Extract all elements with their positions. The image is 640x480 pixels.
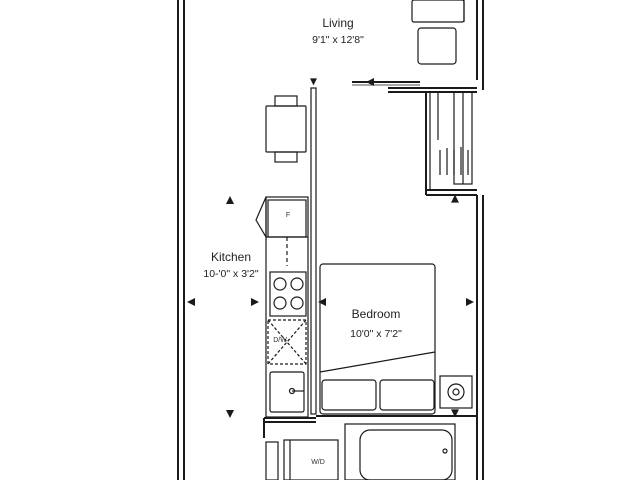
bathroom	[265, 423, 456, 480]
bedroom-dimensions: 10'0" x 7'2"	[350, 328, 402, 340]
bedroom-furniture	[316, 263, 477, 418]
fridge-label: F	[285, 212, 291, 219]
kitchen-dimensions: 10-'0" x 3'2"	[203, 268, 259, 280]
exterior-walls	[177, 0, 484, 480]
bedroom-name: Bedroom	[351, 307, 401, 321]
dining-table	[265, 95, 307, 163]
living-room-dimensions: 9'1" x 12'8"	[312, 34, 364, 46]
stove	[269, 271, 307, 317]
living-furniture	[352, 0, 465, 86]
partition-wall	[310, 78, 317, 415]
kitchen-name: Kitchen	[210, 250, 252, 264]
kitchen-sink	[269, 371, 305, 413]
dishwasher-label: D/W	[273, 337, 287, 344]
washer-dryer-label: W/D	[311, 459, 325, 466]
dishwasher-box	[267, 319, 307, 365]
bed	[319, 263, 436, 415]
washer-dryer-box	[283, 439, 339, 480]
dimension-markers	[187, 78, 474, 418]
living-room-name: Living	[322, 16, 354, 30]
closet	[388, 87, 477, 203]
kitchen-counter	[255, 196, 316, 438]
